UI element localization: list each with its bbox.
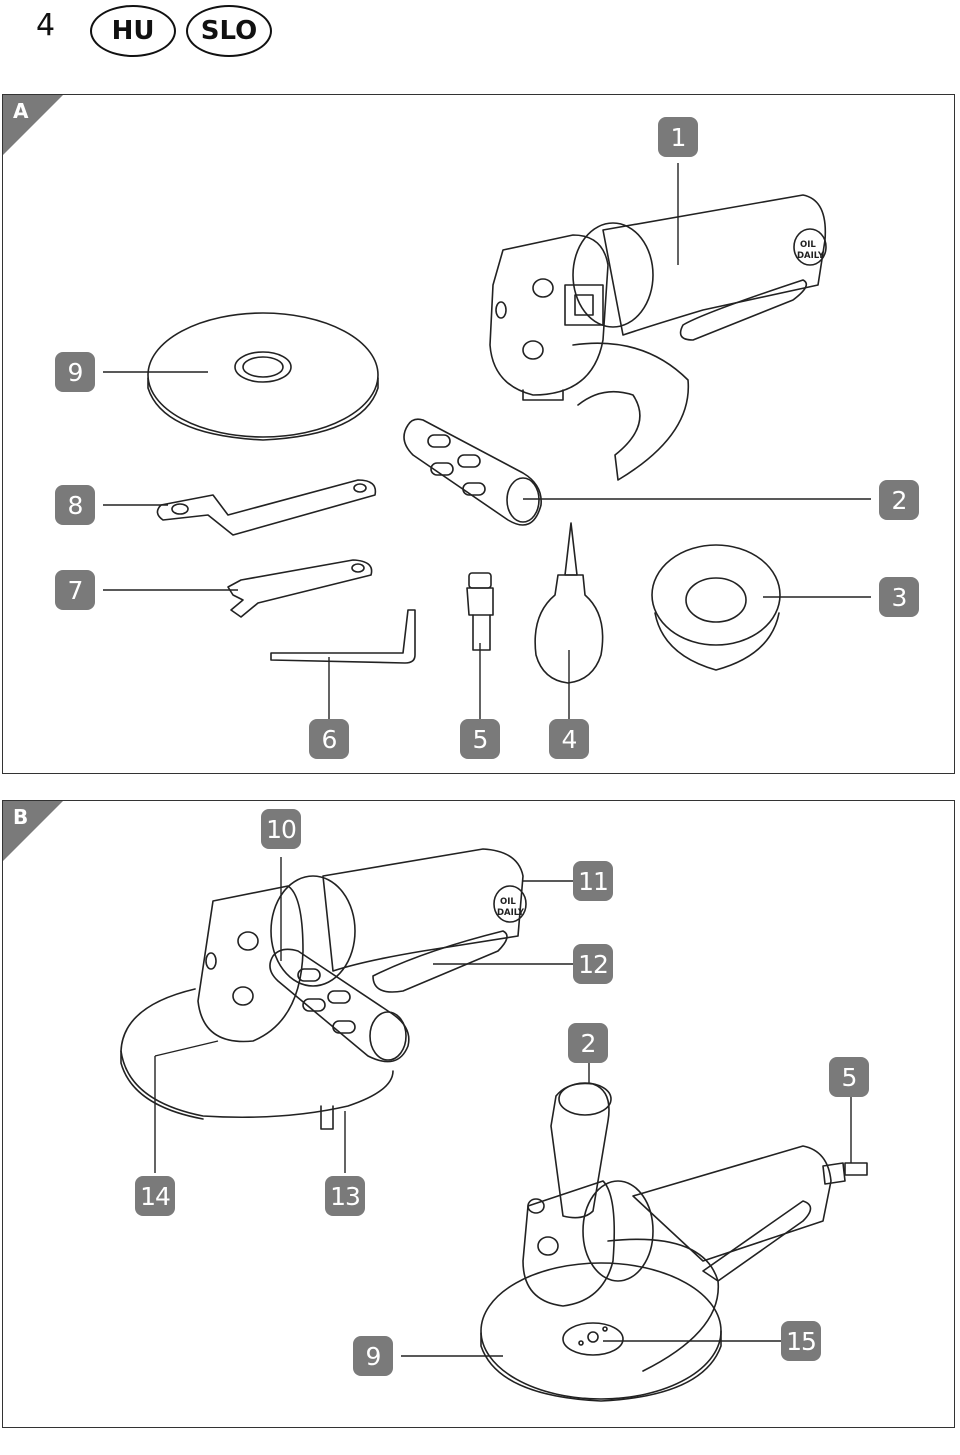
callout-13: 13 <box>325 1176 365 1216</box>
page-number: 4 <box>36 8 56 43</box>
air-fitting-illustration <box>466 572 494 651</box>
callout-11: 11 <box>573 861 613 901</box>
callout-9-b: 9 <box>353 1336 393 1376</box>
figure-panel-a: OIL DAILY <box>2 94 955 774</box>
language-badge-hu: HU <box>90 5 176 57</box>
callout-10: 10 <box>261 809 301 849</box>
oil-daily-label-b-line1: OIL <box>500 897 516 907</box>
callout-7: 7 <box>55 570 95 610</box>
grinder-with-disc-illustration <box>480 1082 868 1402</box>
callout-9: 9 <box>55 352 95 392</box>
callout-3: 3 <box>879 577 919 617</box>
callout-5-b: 5 <box>829 1057 869 1097</box>
side-handle-illustration <box>403 418 542 526</box>
callout-4: 4 <box>549 719 589 759</box>
flange-wrench-illustration <box>156 479 377 536</box>
panel-a-label: A <box>13 99 29 123</box>
callout-12: 12 <box>573 944 613 984</box>
callout-8: 8 <box>55 485 95 525</box>
assembled-grinder-illustration <box>120 848 527 1130</box>
callout-1: 1 <box>658 117 698 157</box>
callout-6: 6 <box>309 719 349 759</box>
callout-15: 15 <box>781 1321 821 1361</box>
angle-grinder-illustration <box>489 194 827 481</box>
language-badge-slo: SLO <box>186 5 272 57</box>
callout-14: 14 <box>135 1176 175 1216</box>
hex-key-illustration <box>270 609 416 664</box>
oil-daily-label-line1: OIL <box>800 240 816 250</box>
callout-5: 5 <box>460 719 500 759</box>
oil-bottle-illustration <box>534 522 604 684</box>
callout-2-b: 2 <box>568 1023 608 1063</box>
panel-b-label: B <box>13 805 29 829</box>
oil-daily-label-line2: DAILY <box>797 251 825 261</box>
callout-2: 2 <box>879 480 919 520</box>
panel-b-drawing: OIL DAILY <box>3 801 868 1402</box>
grinding-disc-illustration <box>147 312 379 441</box>
spanner-illustration <box>227 559 373 618</box>
rubber-guard-illustration <box>651 544 781 671</box>
oil-daily-label-b-line2: DAILY <box>497 908 525 918</box>
panel-a-drawing: OIL DAILY <box>3 95 871 720</box>
figure-panel-b: OIL DAILY <box>2 800 955 1428</box>
